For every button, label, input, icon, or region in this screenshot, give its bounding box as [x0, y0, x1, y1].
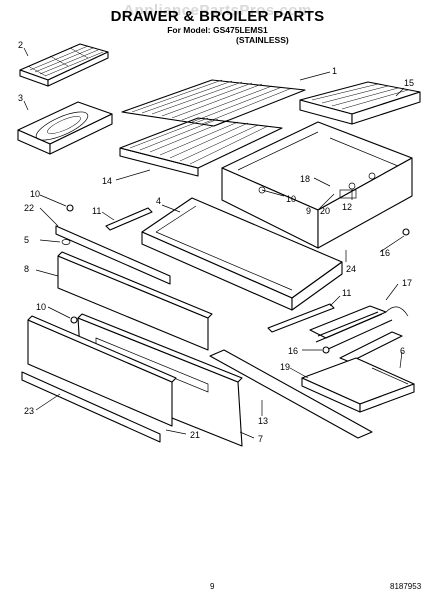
screws	[66, 204, 410, 354]
broiler-pan-grid	[19, 43, 109, 87]
callout-label: 10	[36, 302, 46, 312]
oven-rack	[121, 79, 306, 127]
callout-label: 12	[342, 202, 352, 212]
callout-label: 8	[24, 264, 29, 274]
broil-element	[309, 305, 409, 363]
drawer-front-panel	[57, 251, 213, 351]
drawer-slide-upper	[105, 207, 153, 231]
drawer-bracket	[55, 225, 171, 285]
leader-lines	[23, 47, 405, 439]
callout-label: 13	[258, 416, 268, 426]
broiler-chamber-housing	[221, 121, 413, 249]
broiler-pan	[17, 101, 113, 155]
callout-label: 4	[156, 196, 161, 206]
callout-label: 3	[18, 93, 23, 103]
callout-label: 20	[320, 206, 330, 216]
callout-label: 9	[306, 206, 311, 216]
page-title: DRAWER & BROILER PARTS	[110, 8, 325, 25]
callout-label: 16	[380, 248, 390, 258]
model-line: For Model: GS475LEMS1	[167, 25, 268, 35]
drawer-trim-strip	[21, 371, 161, 443]
broiler-grill-panel	[299, 81, 421, 125]
callout-label: 6	[400, 346, 405, 356]
callout-label: 18	[300, 174, 310, 184]
broiler-tray	[301, 357, 415, 413]
callout-label: 16	[288, 346, 298, 356]
callout-label: 19	[280, 362, 290, 372]
drawer-slide-lower	[267, 303, 335, 333]
callout-label: 2	[18, 40, 23, 50]
callout-label: 23	[24, 406, 34, 416]
callout-label: 7	[258, 434, 263, 444]
callout-label: 24	[346, 264, 356, 274]
finish-label: (STAINLESS)	[236, 35, 289, 45]
callout-label: 5	[24, 235, 29, 245]
callout-numbers: 2 15 1 3 14 18 10 9 20 12 10 4 22 11 24 …	[18, 40, 414, 444]
callout-label: 21	[190, 430, 200, 440]
watermark-text: AppliancePartsPros.com	[123, 2, 312, 19]
document-number: 8187953	[390, 582, 422, 591]
oven-rack-lower	[119, 117, 283, 177]
drawer-outer-panel	[27, 315, 177, 427]
page-number: 9	[210, 582, 215, 591]
callout-label: 17	[402, 278, 412, 288]
toe-kick-rail	[209, 349, 373, 439]
callout-label: 14	[102, 176, 112, 186]
callout-label: 1	[332, 66, 337, 76]
callout-label: 10	[286, 194, 296, 204]
callout-label: 11	[92, 206, 101, 216]
callout-label: 22	[24, 203, 34, 213]
callout-label: 15	[404, 78, 414, 88]
callout-label: 11	[342, 288, 351, 298]
callout-label: 10	[30, 189, 40, 199]
broiler-drawer	[141, 197, 343, 311]
